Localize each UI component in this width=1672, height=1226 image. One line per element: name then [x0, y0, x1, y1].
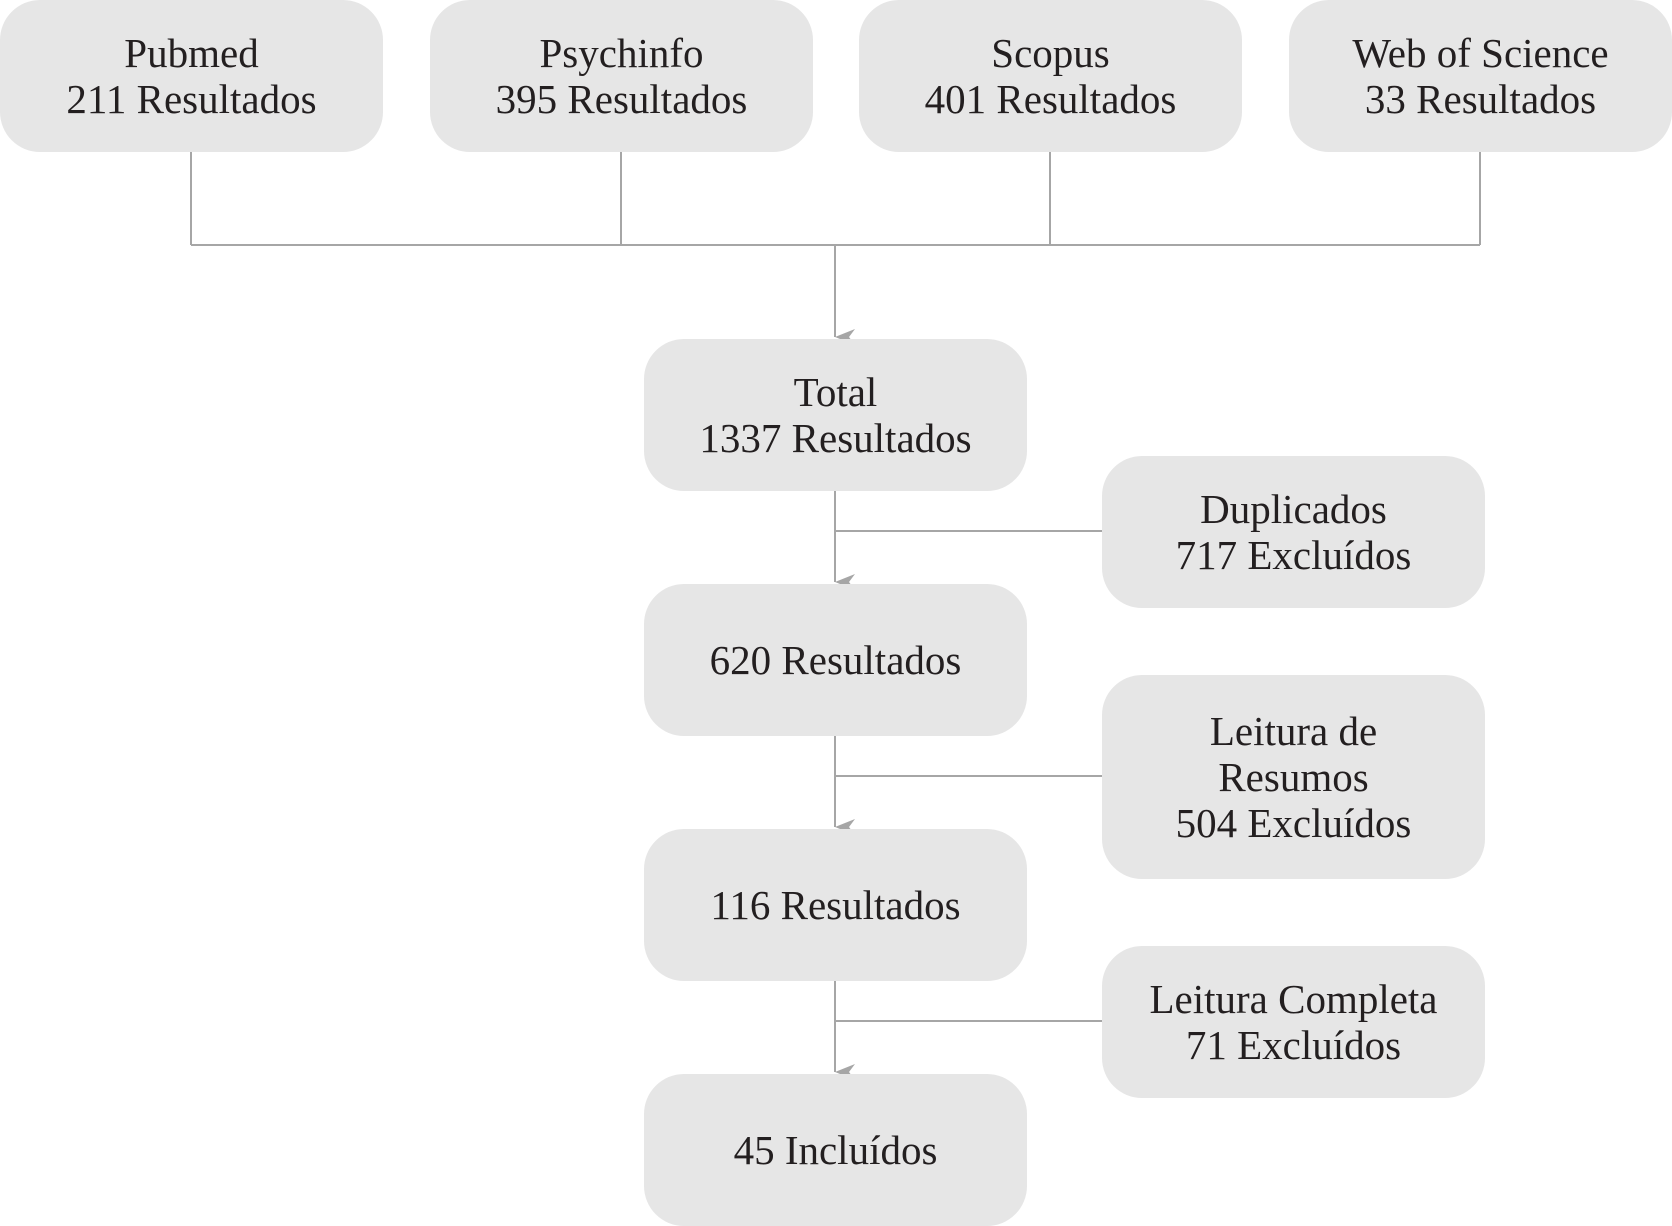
source-box-web-of-science: Web of Science 33 Resultados	[1289, 0, 1672, 152]
total-label: Total	[793, 369, 878, 415]
exclusion-box-abstracts: Leitura de Resumos 504 Excluídos	[1102, 675, 1485, 879]
source-count: 401 Resultados	[924, 76, 1177, 122]
exclusion-label: Leitura Completa	[1149, 976, 1438, 1022]
source-count: 211 Resultados	[66, 76, 317, 122]
source-count: 33 Resultados	[1364, 76, 1597, 122]
exclusion-count: 71 Excluídos	[1185, 1022, 1402, 1068]
exclusion-label-line2: Resumos	[1218, 754, 1369, 800]
exclusion-label: Duplicados	[1200, 486, 1387, 532]
source-name: Pubmed	[124, 30, 259, 76]
source-box-scopus: Scopus 401 Resultados	[859, 0, 1242, 152]
after-abstracts-count: 116 Resultados	[710, 882, 961, 928]
included-count: 45 Incluídos	[733, 1127, 938, 1173]
source-name: Scopus	[991, 30, 1110, 76]
source-box-pubmed: Pubmed 211 Resultados	[0, 0, 383, 152]
source-name: Psychinfo	[539, 30, 704, 76]
after-duplicates-box: 620 Resultados	[644, 584, 1027, 736]
source-name: Web of Science	[1352, 30, 1609, 76]
exclusion-box-duplicates: Duplicados 717 Excluídos	[1102, 456, 1485, 608]
after-abstracts-box: 116 Resultados	[644, 829, 1027, 981]
exclusion-count: 717 Excluídos	[1175, 532, 1412, 578]
total-box: Total 1337 Resultados	[644, 339, 1027, 491]
source-count: 395 Resultados	[495, 76, 748, 122]
included-box: 45 Incluídos	[644, 1074, 1027, 1226]
total-count: 1337 Resultados	[699, 415, 972, 461]
exclusion-count: 504 Excluídos	[1175, 800, 1412, 846]
exclusion-label-line1: Leitura de	[1209, 708, 1378, 754]
source-box-psychinfo: Psychinfo 395 Resultados	[430, 0, 813, 152]
exclusion-box-full-text: Leitura Completa 71 Excluídos	[1102, 946, 1485, 1098]
after-duplicates-count: 620 Resultados	[709, 637, 962, 683]
